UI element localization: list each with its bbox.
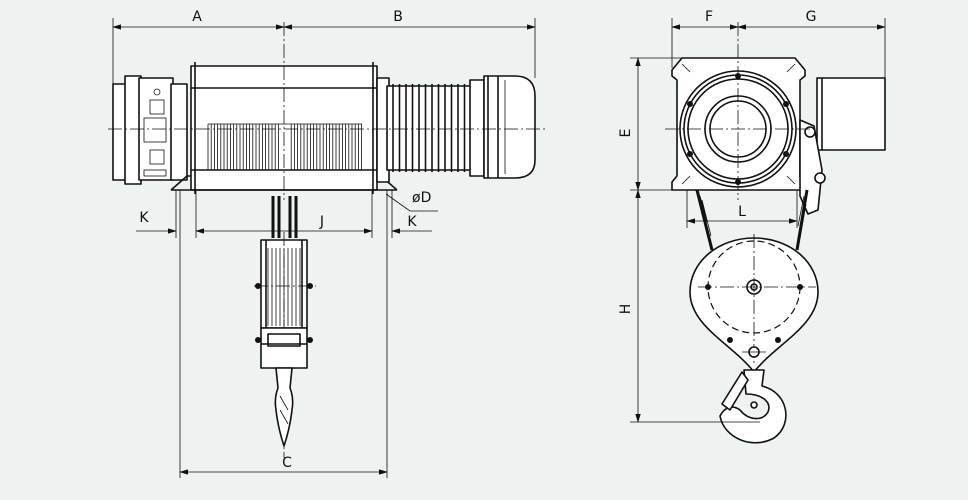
- dimension-c: C: [179, 190, 388, 478]
- dimension-g: G: [737, 9, 886, 30]
- dim-label-k-right: K: [407, 214, 417, 230]
- dim-label-d: øD: [412, 190, 431, 206]
- dimension-h: H: [618, 189, 760, 423]
- dim-label-k-left: K: [139, 210, 149, 226]
- end-cap-left: [112, 75, 188, 185]
- dim-label-a: A: [192, 9, 202, 25]
- dimension-k-left: K: [136, 190, 197, 238]
- end-view: F G E H L: [618, 9, 886, 444]
- dim-label-h: H: [618, 304, 634, 315]
- dimension-d: øD: [385, 190, 438, 212]
- dim-label-g: G: [806, 9, 817, 25]
- dim-label-c: C: [282, 455, 292, 471]
- dim-label-j: J: [319, 214, 324, 230]
- drum-frame: [170, 62, 398, 194]
- hook-block-side: [254, 232, 316, 458]
- dimension-e: E: [618, 57, 682, 191]
- dimension-l: L: [686, 190, 798, 228]
- hook-block-front: [689, 234, 819, 444]
- dim-label-l: L: [738, 204, 746, 220]
- dim-label-f: F: [705, 9, 713, 25]
- dim-label-b: B: [393, 9, 403, 25]
- rope-windings: [207, 123, 363, 170]
- motor-block: [799, 77, 886, 215]
- dimension-b: B: [283, 9, 536, 30]
- dim-label-e: E: [618, 129, 634, 138]
- dimension-j: J: [195, 214, 373, 234]
- bellows-ribs: [392, 84, 466, 172]
- side-view: A B K J K øD: [108, 9, 546, 478]
- gear-motor: [376, 75, 536, 183]
- ropes: [271, 196, 298, 238]
